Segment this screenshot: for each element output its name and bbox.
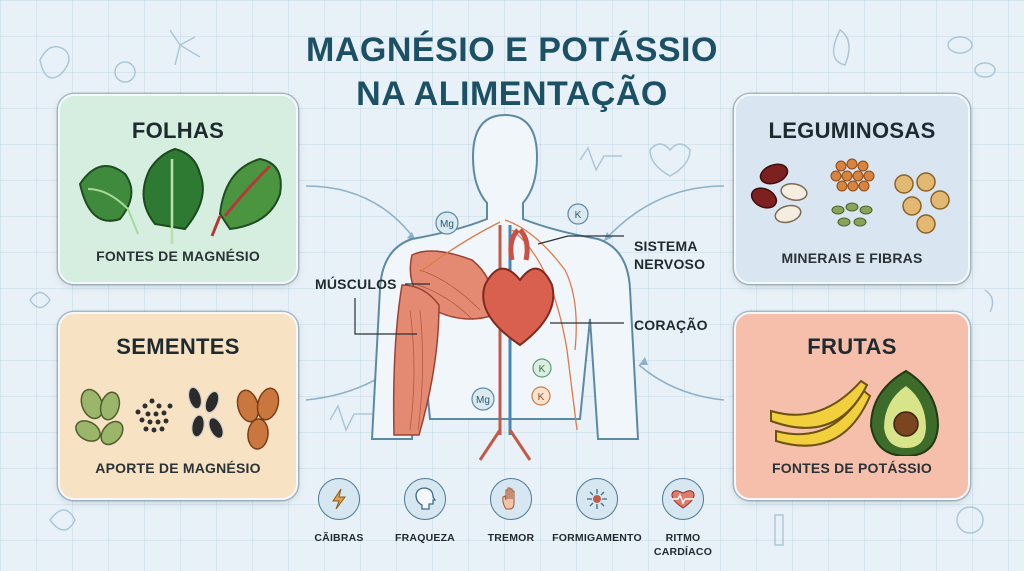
svg-text:Mg: Mg — [440, 219, 454, 230]
heart-rhythm-icon — [662, 478, 704, 520]
test-tube-doodle-icon — [774, 514, 784, 546]
symptom-caibras-label: CÃIBRAS — [314, 532, 364, 544]
seeds-illustration — [75, 386, 280, 450]
card-leguminosas-title: LEGUMINOSAS — [768, 118, 936, 143]
svg-text:Mg: Mg — [476, 395, 490, 406]
leader-lines — [354, 235, 624, 335]
legumes-illustration — [750, 158, 950, 234]
symptoms-row: CÃIBRAS FRAQUEZA TREMOR FORMIGAMENTO — [300, 478, 730, 568]
arm-doodle-icon — [39, 45, 70, 79]
title-line-2: NA ALIMENTAÇÃO — [356, 75, 668, 113]
card-frutas: FRUTAS FONTES DE POTÁSSIO — [734, 312, 970, 500]
lentils-icon — [830, 158, 875, 192]
mineral-badge-k-bottom: K — [531, 386, 551, 406]
leafy-greens-illustration — [78, 147, 282, 244]
lightning-icon — [318, 478, 360, 520]
card-leguminosas: LEGUMINOSAS MINER — [734, 94, 970, 284]
head-profile-icon — [404, 478, 446, 520]
heart-illustration — [482, 228, 555, 347]
symptom-ritmo-cardiaco-label: RITMO CARDÍACO — [638, 531, 728, 559]
mineral-badge-mg-bottom: Mg — [471, 387, 495, 411]
gauge-doodle-icon — [114, 61, 136, 83]
apple-doodle-icon — [956, 506, 984, 534]
avocado-icon — [869, 369, 940, 456]
heart-doodle-icon — [649, 143, 691, 177]
symptom-formigamento-label: FORMIGAMENTO — [552, 532, 642, 544]
label-sistema-line2: NERVOSO — [634, 256, 706, 272]
white-beans-icon — [774, 183, 808, 224]
mineral-badge-k-middle: K — [532, 358, 552, 378]
svg-text:K: K — [538, 392, 545, 403]
label-sistema-nervoso: SISTEMA NERVOSO — [634, 237, 705, 273]
label-sistema-line1: SISTEMA — [634, 238, 698, 254]
page-title: MAGNÉSIO E POTÁSSIO NA ALIMENTAÇÃO — [262, 28, 762, 116]
spinach-leaf-icon — [78, 165, 139, 235]
human-body-illustration: Mg K K Mg K — [354, 113, 640, 461]
symptom-tremor-label: TREMOR — [487, 532, 535, 544]
chia-seeds-icon — [135, 398, 173, 433]
symptom-ritmo-line1: RITMO — [665, 532, 701, 544]
fruits-illustration — [770, 369, 940, 456]
chard-leaf-icon — [210, 157, 282, 237]
label-musculos: MÚSCULOS — [315, 276, 397, 292]
bean-doodle-icon — [947, 36, 973, 54]
card-folhas-title: FOLHAS — [131, 118, 225, 143]
leaf-doodle-icon — [832, 28, 850, 66]
card-frutas-subtitle: FONTES DE POTÁSSIO — [772, 460, 932, 476]
symptom-fraqueza-label: FRAQUEZA — [395, 532, 455, 544]
card-leguminosas-subtitle: MINERAIS E FIBRAS — [781, 250, 923, 266]
symptom-ritmo-cardiaco: RITMO CARDÍACO — [638, 478, 728, 559]
arrow-folhas — [305, 185, 417, 242]
chickpeas-icon — [894, 172, 950, 234]
pumpkin-seeds-icon — [75, 388, 124, 446]
hand-icon — [490, 478, 532, 520]
symptom-fraqueza: FRAQUEZA — [380, 478, 470, 545]
arm-muscle — [392, 284, 440, 436]
mung-beans-icon — [831, 202, 873, 227]
card-folhas-subtitle: FONTES DE MAGNÉSIO — [96, 248, 260, 264]
svg-text:K: K — [575, 210, 582, 221]
card-sementes: SEMENTES — [58, 312, 298, 500]
kidney-beans-icon — [750, 163, 789, 209]
sunflower-seeds-icon — [187, 386, 224, 439]
symptom-formigamento: FORMIGAMENTO — [552, 478, 642, 545]
card-frutas-title: FRUTAS — [807, 334, 897, 359]
card-folhas: FOLHAS FONTES DE MAGNÉSIO — [58, 94, 298, 284]
card-sementes-title: SEMENTES — [116, 334, 240, 359]
tingling-icon — [576, 478, 618, 520]
leaf-doodle-icon — [49, 509, 76, 531]
almonds-icon — [236, 387, 280, 450]
mineral-badge-k-top: K — [567, 203, 589, 225]
neuron-doodle-icon — [169, 29, 201, 66]
banana-icon — [770, 379, 872, 447]
arrow-frutas — [638, 364, 725, 401]
symptom-caibras: CÃIBRAS — [294, 478, 384, 545]
kale-leaf-icon — [142, 147, 204, 244]
title-line-1: MAGNÉSIO E POTÁSSIO — [306, 31, 718, 69]
card-sementes-subtitle: APORTE DE MAGNÉSIO — [95, 460, 261, 476]
mineral-badge-mg-top: Mg — [435, 211, 459, 235]
symptom-ritmo-line2: CARDÍACO — [653, 546, 713, 558]
arrow-leguminosas — [603, 185, 725, 242]
symptom-tremor: TREMOR — [466, 478, 556, 545]
label-coracao: CORAÇÃO — [634, 317, 708, 333]
svg-text:K: K — [539, 364, 546, 375]
